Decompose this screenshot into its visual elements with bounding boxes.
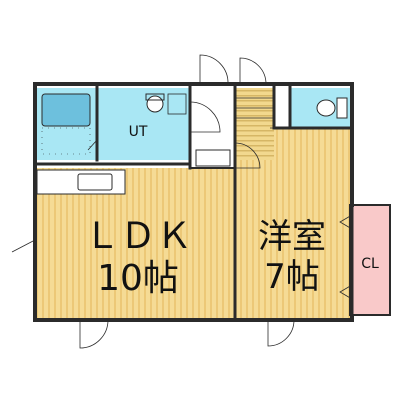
toilet-bowl: [316, 99, 336, 117]
ldk-door: [234, 142, 261, 169]
western-room-size: 7帖: [264, 257, 320, 297]
closet-floor: [349, 204, 391, 316]
hallway-floor: [236, 88, 274, 160]
kitchen-sink: [77, 173, 113, 191]
ldk-room-name: ＬＤＫ: [84, 216, 192, 257]
entrance-step: [195, 149, 231, 167]
washbasin-counter: [145, 93, 165, 101]
toilet-tank: [336, 97, 348, 119]
bathtub: [41, 93, 91, 127]
window-left: [11, 239, 36, 253]
closet-doors: [339, 214, 353, 300]
ldk-room-size: 10帖: [97, 258, 179, 299]
utility-room-label: UT: [129, 124, 148, 140]
bath-wash-area: [41, 127, 91, 155]
utility-door: [189, 101, 221, 133]
hallway-steps: [236, 97, 274, 119]
doors: [11, 54, 353, 349]
entrance-door: [199, 54, 229, 85]
balcony-door-right: [267, 319, 295, 347]
closet-label: CL: [361, 256, 379, 272]
bath-door: [87, 139, 98, 151]
western-room-name: 洋室: [258, 217, 326, 257]
washer-space: [167, 93, 187, 115]
hall-door: [239, 57, 267, 85]
washbasin: [146, 95, 164, 113]
balcony-door-left: [79, 319, 109, 349]
utility-floor: [97, 88, 190, 160]
